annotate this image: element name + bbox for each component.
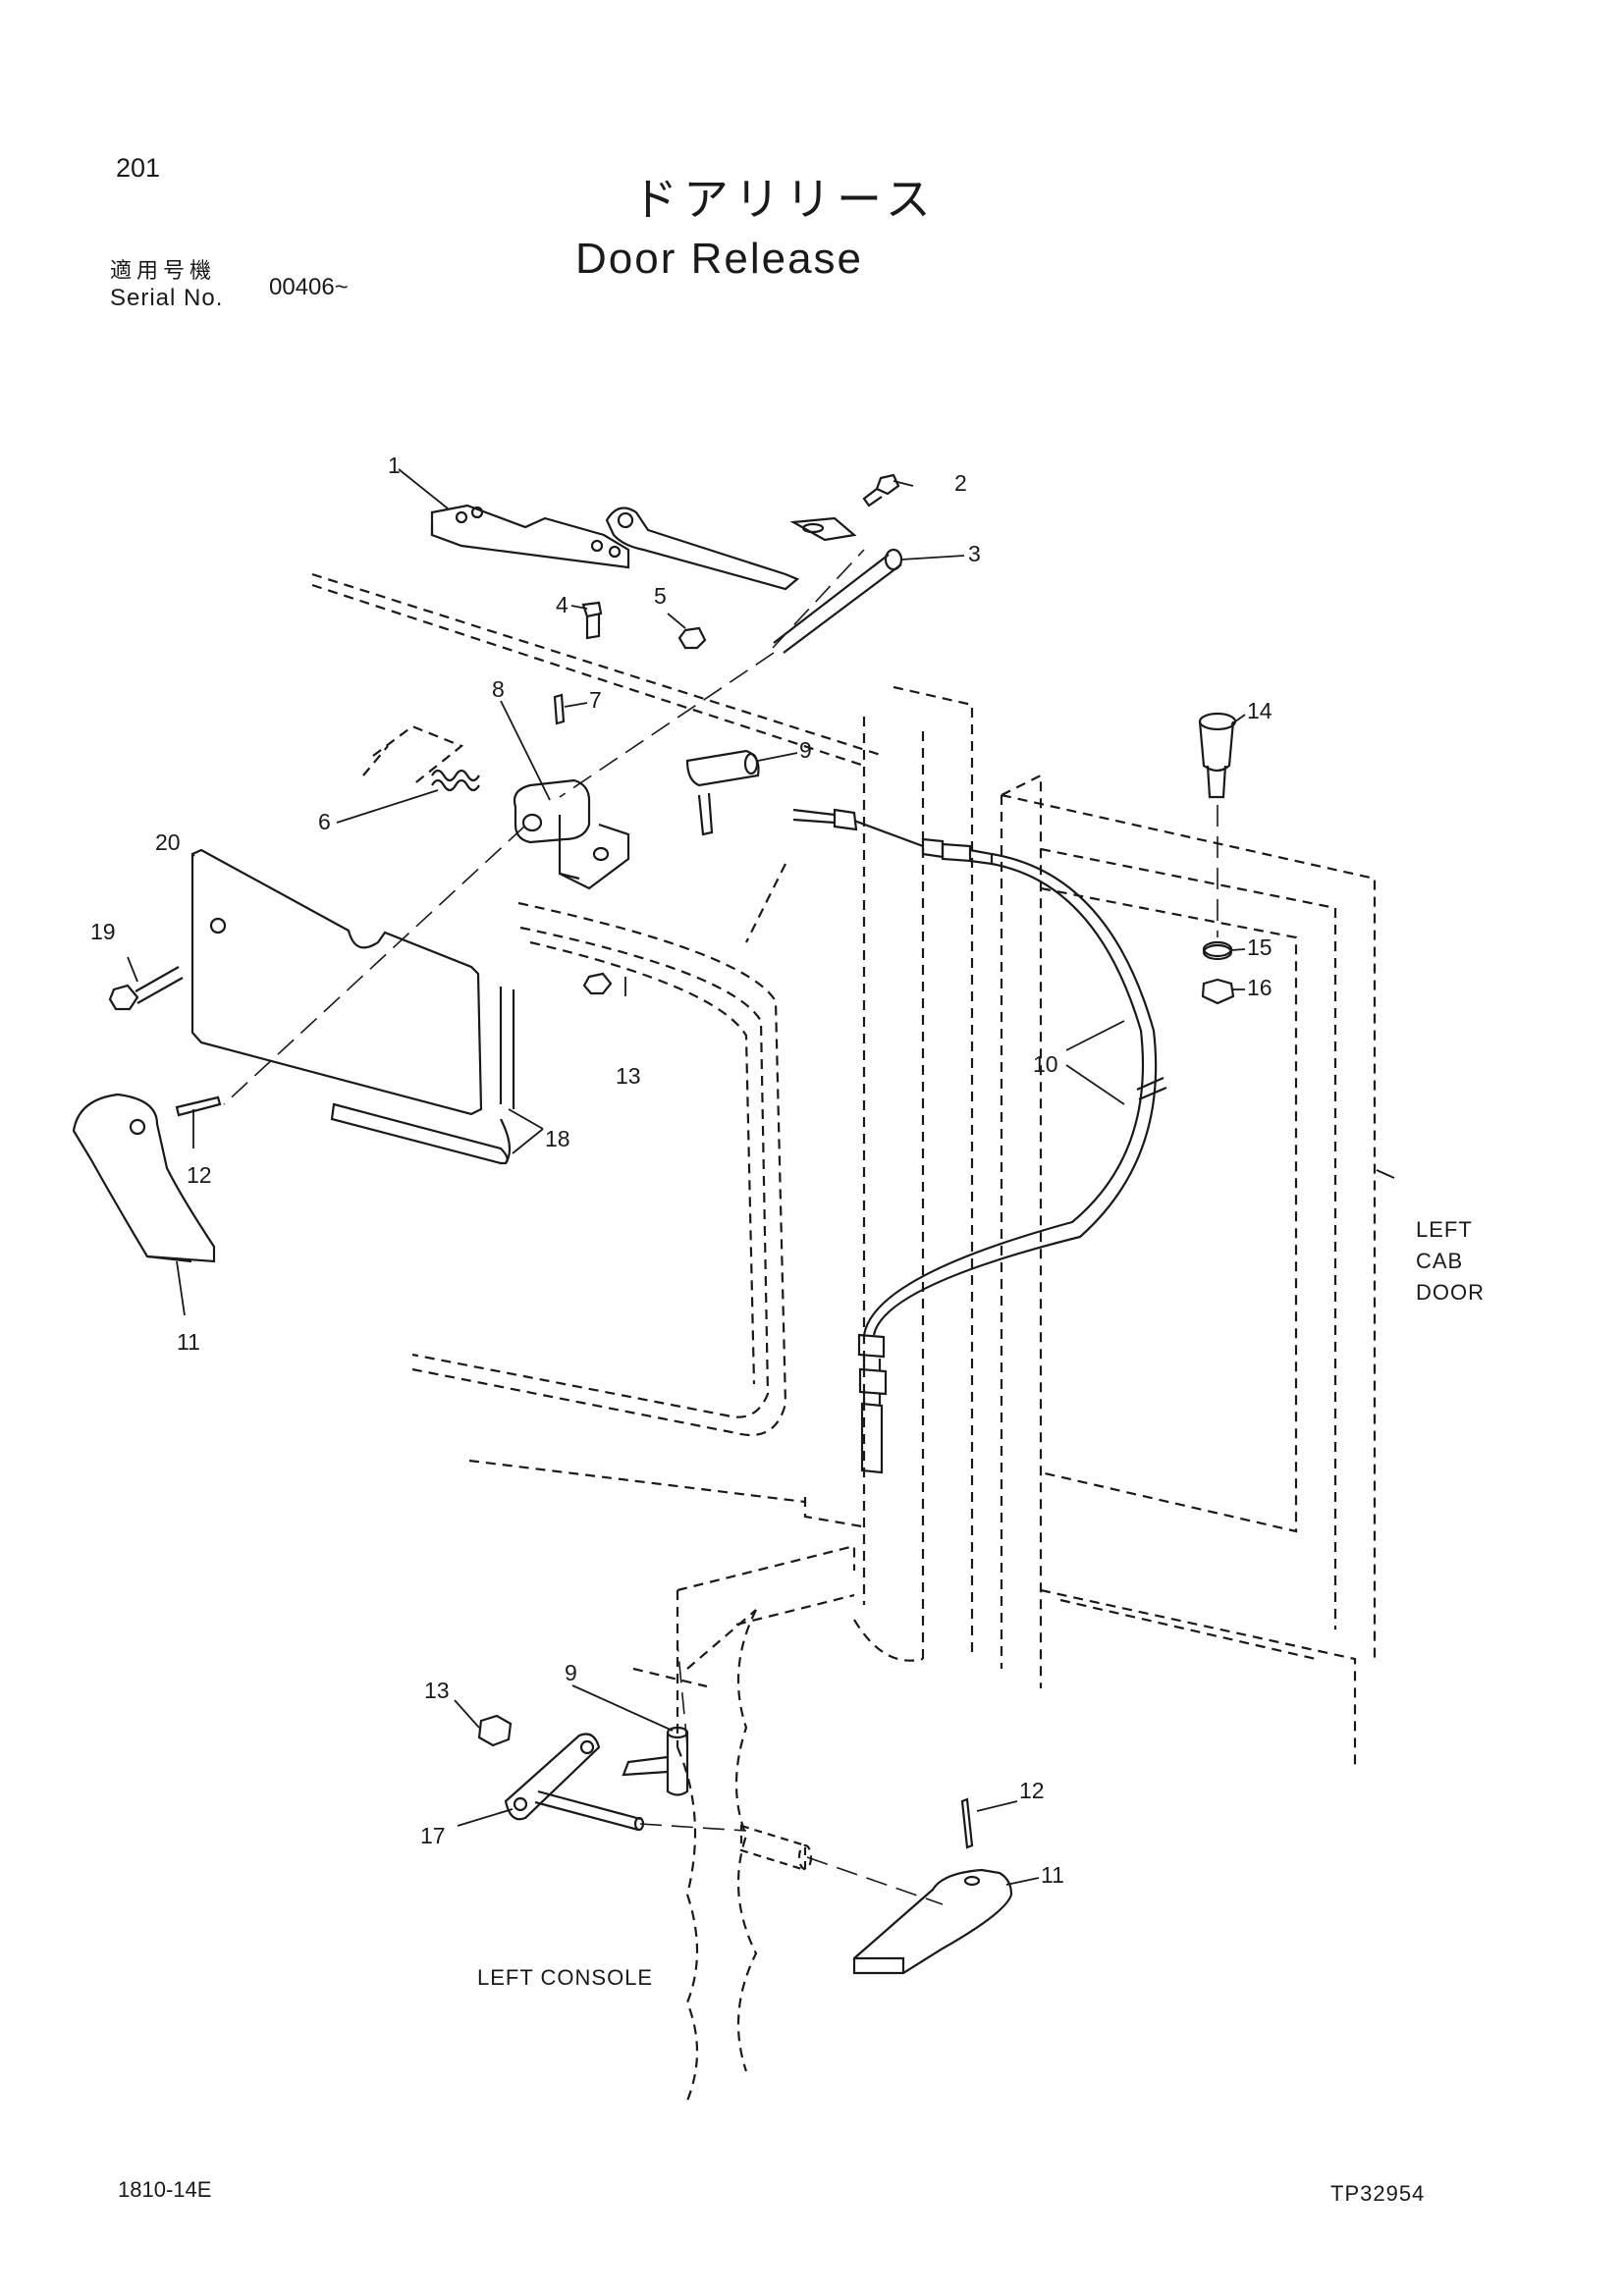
part-20-plate (190, 848, 483, 1116)
leader-lines (127, 468, 1395, 1886)
part-1-link (605, 507, 800, 591)
part-10-cable (792, 808, 1167, 1474)
alignment-lines (223, 549, 1218, 1905)
callout-4: 4 (556, 592, 568, 617)
callout-13-lower: 13 (424, 1678, 450, 1703)
part-11-handle-upper (72, 1093, 216, 1263)
callout-18: 18 (545, 1126, 570, 1151)
label-left-console: LEFT CONSOLE (477, 1965, 653, 1990)
part-13-nut-upper (582, 972, 613, 995)
callout-11-lower: 11 (1041, 1862, 1064, 1888)
part-18-hose (330, 987, 515, 1165)
part-2-bolt (862, 473, 900, 507)
label-left: LEFT (1416, 1217, 1473, 1242)
part-4-bolt (581, 601, 603, 640)
callout-3: 3 (968, 541, 981, 566)
cab-frame-outline (311, 572, 1377, 2102)
part-12-pin-lower (960, 1797, 974, 1849)
part-17-pin-bracket (504, 1733, 645, 1832)
callout-9-lower: 9 (565, 1660, 577, 1685)
callout-10: 10 (1033, 1051, 1058, 1077)
part-5-nut (677, 626, 707, 650)
part-13-nut-lower (477, 1714, 513, 1747)
callout-11: 11 (177, 1329, 200, 1355)
callout-12-lower: 12 (1019, 1778, 1045, 1803)
label-door: DOOR (1416, 1280, 1485, 1305)
part-1-plate (430, 504, 630, 569)
callout-14: 14 (1247, 698, 1272, 723)
part-7-pin (553, 693, 566, 725)
part-19-bolt (108, 966, 184, 1011)
part-3-pin-lever (773, 516, 903, 654)
part-12-pin-upper (175, 1095, 222, 1117)
callout-16: 16 (1247, 975, 1272, 1000)
callout-17: 17 (420, 1823, 446, 1848)
title-japanese: ドアリリース (632, 173, 937, 226)
part-15-washer (1202, 940, 1233, 961)
callout-15: 15 (1247, 934, 1272, 960)
callout-6: 6 (318, 809, 331, 834)
serial-value: 00406~ (269, 274, 349, 300)
callout-9: 9 (799, 737, 812, 763)
label-cab: CAB (1416, 1249, 1463, 1273)
callout-numbers: 1 2 3 4 5 6 7 8 9 10 11 12 13 14 15 16 1… (90, 453, 1272, 1888)
area-labels: LEFT CAB DOOR LEFT CONSOLE (477, 1217, 1485, 1990)
callout-13: 13 (616, 1063, 641, 1089)
callout-12: 12 (187, 1162, 212, 1188)
callout-1: 1 (388, 453, 401, 478)
footer-code-left: 1810-14E (118, 2177, 212, 2202)
callout-2: 2 (954, 470, 967, 496)
callout-7: 7 (589, 687, 602, 713)
callout-5: 5 (654, 583, 667, 609)
part-11-handle-lower (852, 1868, 1013, 1975)
sleeve (739, 1824, 813, 1872)
title-english: Door Release (575, 235, 864, 283)
part-8-bracket (513, 778, 630, 890)
part-6-spring (431, 769, 480, 792)
callout-8: 8 (492, 676, 505, 702)
callout-20: 20 (155, 829, 181, 855)
serial-label-japanese: 適用号機 (110, 259, 217, 284)
page-number: 201 (116, 153, 161, 183)
part-9-rod-end-lower (622, 1726, 689, 1796)
callout-19: 19 (90, 919, 116, 944)
serial-label-english: Serial No. (110, 285, 224, 311)
part-9-rod-end-upper (685, 749, 760, 836)
part-16-nut (1201, 978, 1235, 1005)
part-14-stud (1198, 712, 1237, 799)
footer-code-right: TP32954 (1330, 2181, 1426, 2206)
